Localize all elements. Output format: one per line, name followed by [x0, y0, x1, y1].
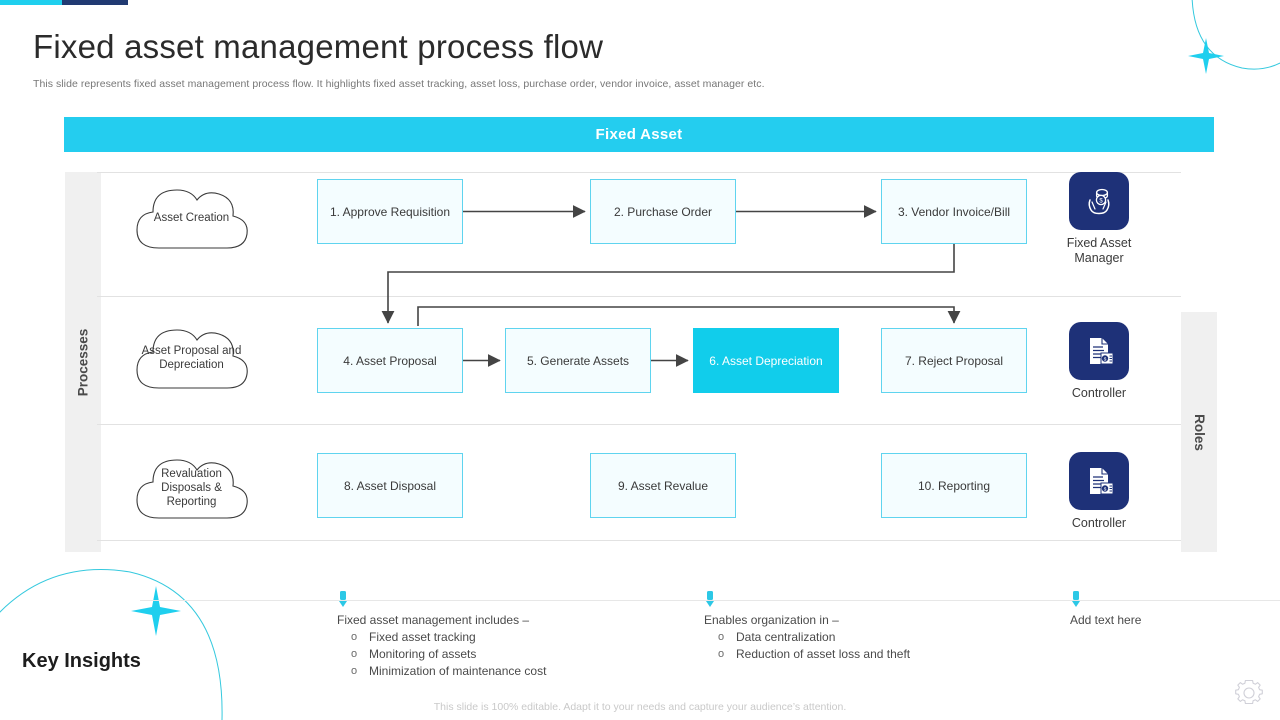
cloud-asset-creation: Asset Creation	[129, 178, 254, 256]
key-insight-column-2: Enables organization in – Data centraliz…	[704, 591, 1034, 663]
process-box-10[interactable]: 10. Reporting	[881, 453, 1027, 518]
key-insight-column-1: Fixed asset management includes – Fixed …	[337, 591, 667, 680]
process-box-4[interactable]: 4. Asset Proposal	[317, 328, 463, 393]
process-box-6[interactable]: 6. Asset Depreciation	[693, 328, 839, 393]
pin-marker-icon	[1072, 591, 1080, 607]
decorative-arc-star-bottom-left	[0, 569, 223, 720]
role-label: Controller	[1071, 386, 1127, 400]
key-insight-list: Data centralization Reduction of asset l…	[718, 629, 1034, 663]
row-divider-bottom	[97, 540, 1181, 541]
key-insight-list: Fixed asset tracking Monitoring of asset…	[351, 629, 667, 680]
roles-axis-label: Roles	[1181, 312, 1217, 552]
gear-icon[interactable]	[1232, 676, 1266, 710]
process-box-5[interactable]: 5. Generate Assets	[505, 328, 651, 393]
accent-bar-cyan	[0, 0, 62, 5]
footer-note: This slide is 100% editable. Adapt it to…	[433, 701, 847, 713]
row-divider-1	[97, 296, 1181, 297]
accent-bar-navy	[62, 0, 128, 5]
list-item: Reduction of asset loss and theft	[718, 646, 1034, 663]
role-controller-row3[interactable]: $ Controller	[1046, 452, 1152, 531]
page-title: Fixed asset management process flow	[33, 28, 604, 65]
role-fixed-asset-manager[interactable]: $ Fixed Asset Manager	[1046, 172, 1152, 266]
processes-axis-label: Processes	[65, 172, 101, 552]
list-item: Data centralization	[718, 629, 1034, 646]
row-divider-top	[97, 172, 1181, 173]
cloud-revaluation-disposals-reporting: Revaluation Disposals & Reporting	[129, 448, 254, 526]
key-insights-title: Key Insights	[22, 650, 141, 672]
cloud-label: Revaluation Disposals & Reporting	[161, 468, 222, 508]
process-box-7[interactable]: 7. Reject Proposal	[881, 328, 1027, 393]
diagram-band-title: Fixed Asset	[64, 117, 1214, 152]
document-dollar-icon: $	[1069, 322, 1129, 380]
list-item: Fixed asset tracking	[351, 629, 667, 646]
document-dollar-icon: $	[1069, 452, 1129, 510]
cloud-label: Asset Creation	[153, 212, 230, 224]
decorative-arc-star-top-right	[1188, 0, 1280, 74]
svg-text:$: $	[1104, 357, 1107, 362]
list-item: Minimization of maintenance cost	[351, 663, 667, 680]
cloud-asset-proposal-depreciation: Asset Proposal and Depreciation	[129, 318, 254, 396]
svg-text:$: $	[1099, 199, 1103, 205]
cloud-label: Asset Proposal and Depreciation	[141, 345, 242, 371]
row-divider-2	[97, 424, 1181, 425]
process-flow-diagram: Processes Roles Asset Creation 1. Approv…	[64, 160, 1217, 552]
process-box-3[interactable]: 3. Vendor Invoice/Bill	[881, 179, 1027, 244]
process-box-9[interactable]: 9. Asset Revalue	[590, 453, 736, 518]
pin-marker-icon	[339, 591, 347, 607]
processes-axis-text: Processes	[75, 328, 91, 396]
key-insight-heading: Enables organization in –	[704, 613, 839, 627]
key-insight-heading: Fixed asset management includes –	[337, 613, 530, 627]
list-item: Monitoring of assets	[351, 646, 667, 663]
role-label: Controller	[1071, 516, 1127, 530]
process-box-1[interactable]: 1. Approve Requisition	[317, 179, 463, 244]
hands-holding-coins-icon: $	[1069, 172, 1129, 230]
pin-marker-icon	[706, 591, 714, 607]
page-subtitle: This slide represents fixed asset manage…	[33, 78, 765, 90]
svg-text:$: $	[1104, 487, 1107, 492]
process-box-8[interactable]: 8. Asset Disposal	[317, 453, 463, 518]
process-box-2[interactable]: 2. Purchase Order	[590, 179, 736, 244]
key-insight-column-3: Add text here	[1070, 591, 1280, 629]
key-insight-heading: Add text here	[1070, 613, 1142, 627]
roles-axis-text: Roles	[1191, 413, 1207, 451]
role-controller-row2[interactable]: $ Controller	[1046, 322, 1152, 401]
key-insights-divider	[140, 600, 1280, 601]
role-label: Fixed Asset Manager	[1066, 236, 1132, 265]
